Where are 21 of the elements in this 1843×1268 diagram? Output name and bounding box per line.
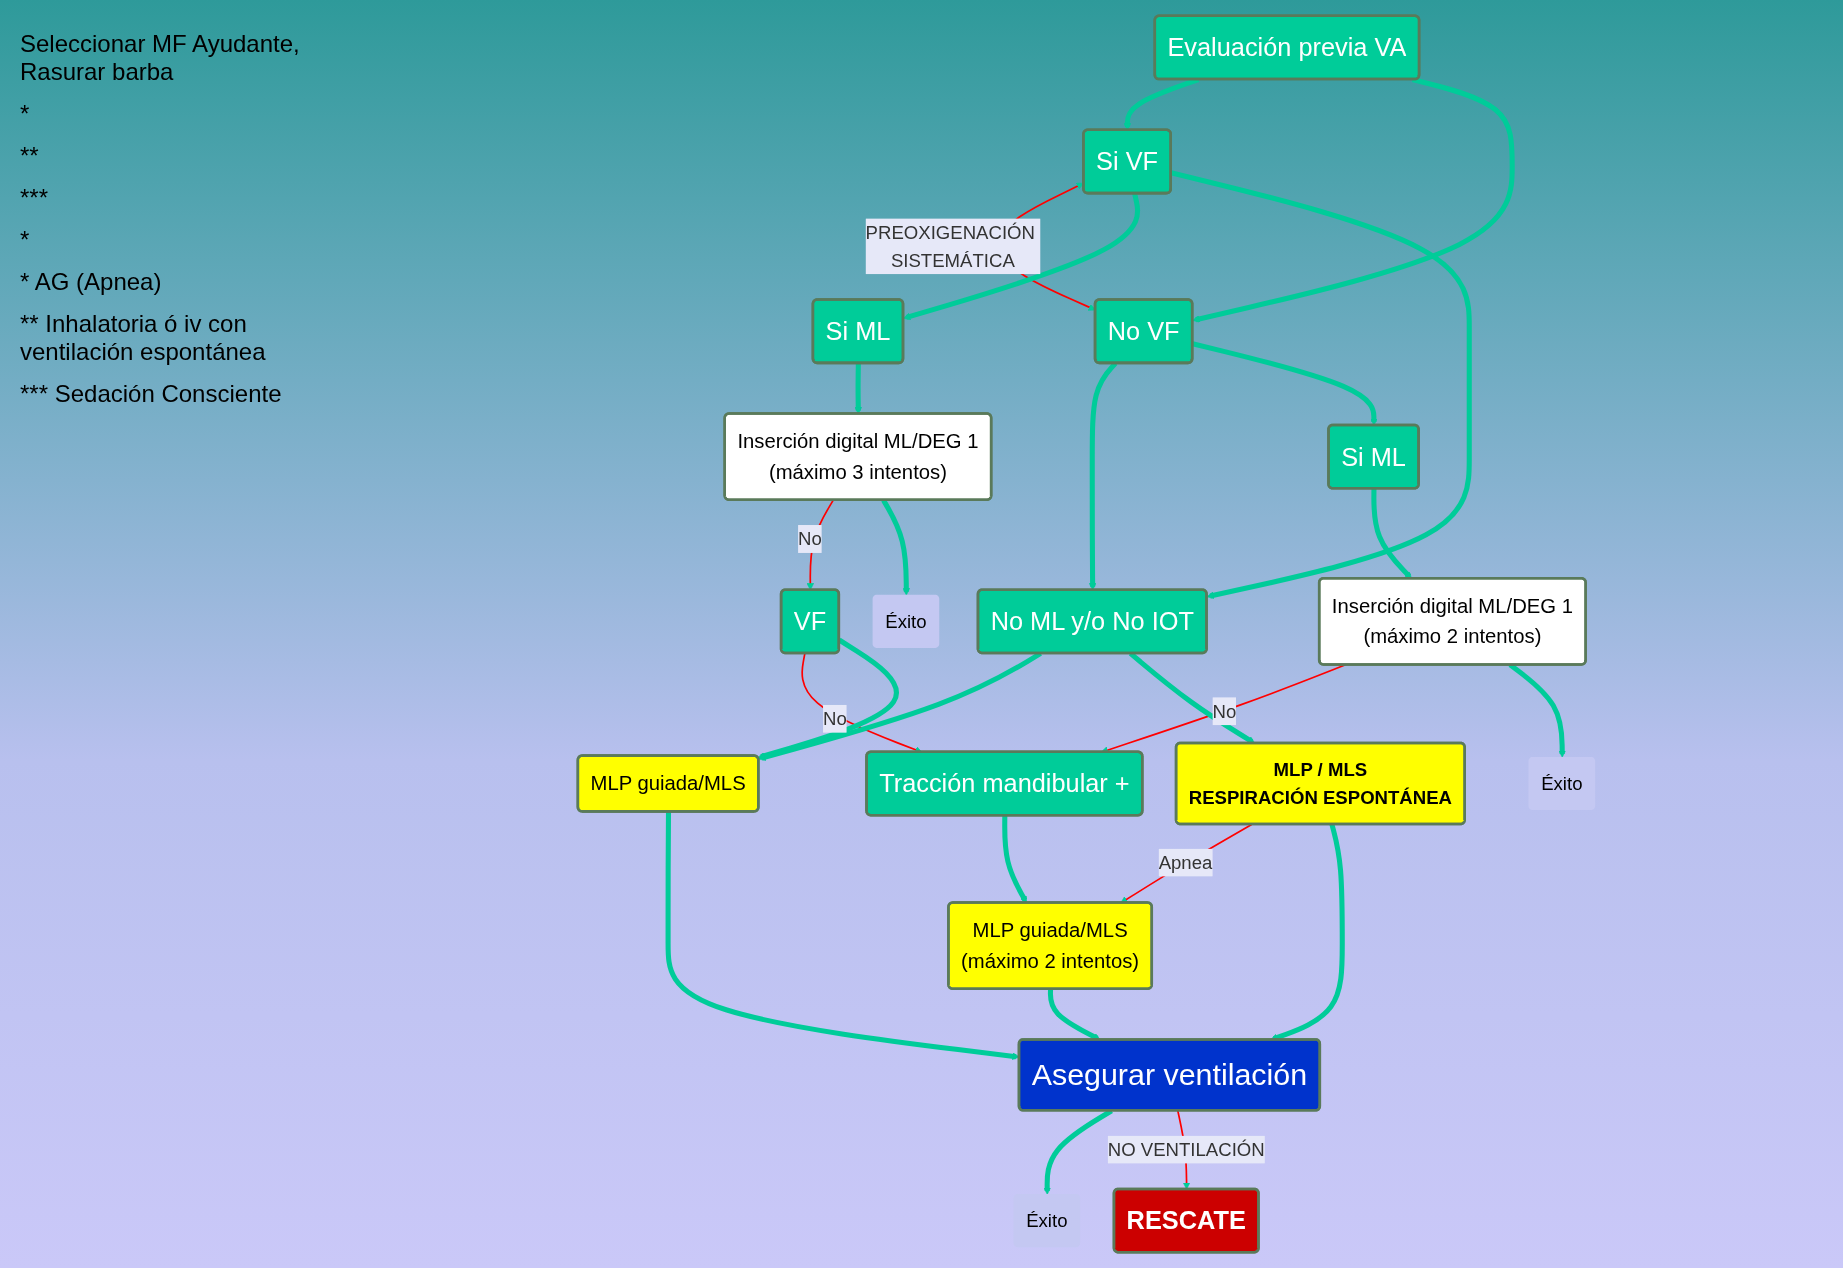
note-text: Seleccionar MF Ayudante, Rasurar barba	[20, 30, 301, 86]
node-box: Éxito	[872, 594, 940, 648]
edge-label: No	[1212, 700, 1237, 722]
note-text: *	[20, 100, 31, 128]
arrow	[757, 637, 899, 760]
note-text: * AG (Apnea)	[20, 268, 163, 296]
arrow	[903, 193, 1141, 321]
arrow	[1192, 77, 1515, 323]
arrow	[1170, 170, 1472, 599]
node-box: Éxito	[1528, 756, 1596, 811]
note-text: ***	[20, 184, 50, 212]
edge-label: Apnea	[1158, 852, 1213, 874]
edge-label: No	[823, 708, 847, 730]
edge-label: NO VENTILACIÓN	[1107, 1139, 1265, 1161]
note-text: **	[20, 142, 40, 170]
edge-label: PREOXIGENACIÓN SISTEMÁTICA	[865, 221, 1035, 271]
note-text: ** Inhalatoria ó iv con ventilación espontánea	[20, 310, 267, 366]
arrow	[1371, 488, 1412, 579]
note-text: *** Sedación Consciente	[20, 380, 283, 408]
edge-label: No	[798, 528, 822, 550]
note-text: *	[20, 226, 31, 254]
